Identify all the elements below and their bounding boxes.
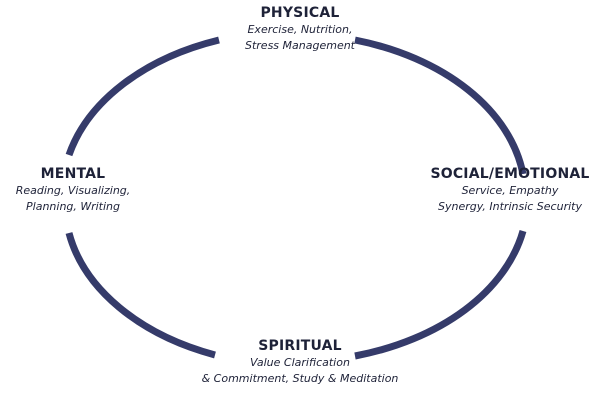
- node-social-emotional-line-2: Synergy, Intrinsic Security: [438, 200, 582, 213]
- node-mental-title: MENTAL: [40, 166, 106, 182]
- node-physical-line-2: Stress Management: [244, 39, 355, 52]
- ring-arc-bottom-left: [65, 232, 216, 359]
- ring-arc-bottom-right: [354, 230, 527, 360]
- node-social-emotional-line-1: Service, Empathy: [461, 184, 559, 197]
- node-spiritual-line-2: & Commitment, Study & Meditation: [201, 372, 399, 385]
- node-spiritual: SPIRITUAL Value Clarification & Commitme…: [200, 338, 400, 387]
- node-physical: PHYSICAL Exercise, Nutrition, Stress Man…: [200, 5, 400, 54]
- node-social-emotional-title: SOCIAL/EMOTIONAL: [430, 166, 590, 182]
- node-spiritual-title: SPIRITUAL: [258, 338, 342, 354]
- node-physical-title: PHYSICAL: [260, 5, 340, 21]
- node-mental-line-1: Reading, Visualizing,: [15, 184, 131, 197]
- ring-arc-top-left: [65, 36, 220, 157]
- node-social-emotional: SOCIAL/EMOTIONAL Service, Empathy Synerg…: [420, 166, 600, 215]
- node-physical-line-1: Exercise, Nutrition,: [247, 23, 353, 36]
- ring-arc-top-right: [354, 36, 527, 175]
- node-mental: MENTAL Reading, Visualizing, Planning, W…: [0, 166, 146, 215]
- node-mental-line-2: Planning, Writing: [26, 200, 120, 213]
- node-spiritual-line-1: Value Clarification: [250, 356, 350, 369]
